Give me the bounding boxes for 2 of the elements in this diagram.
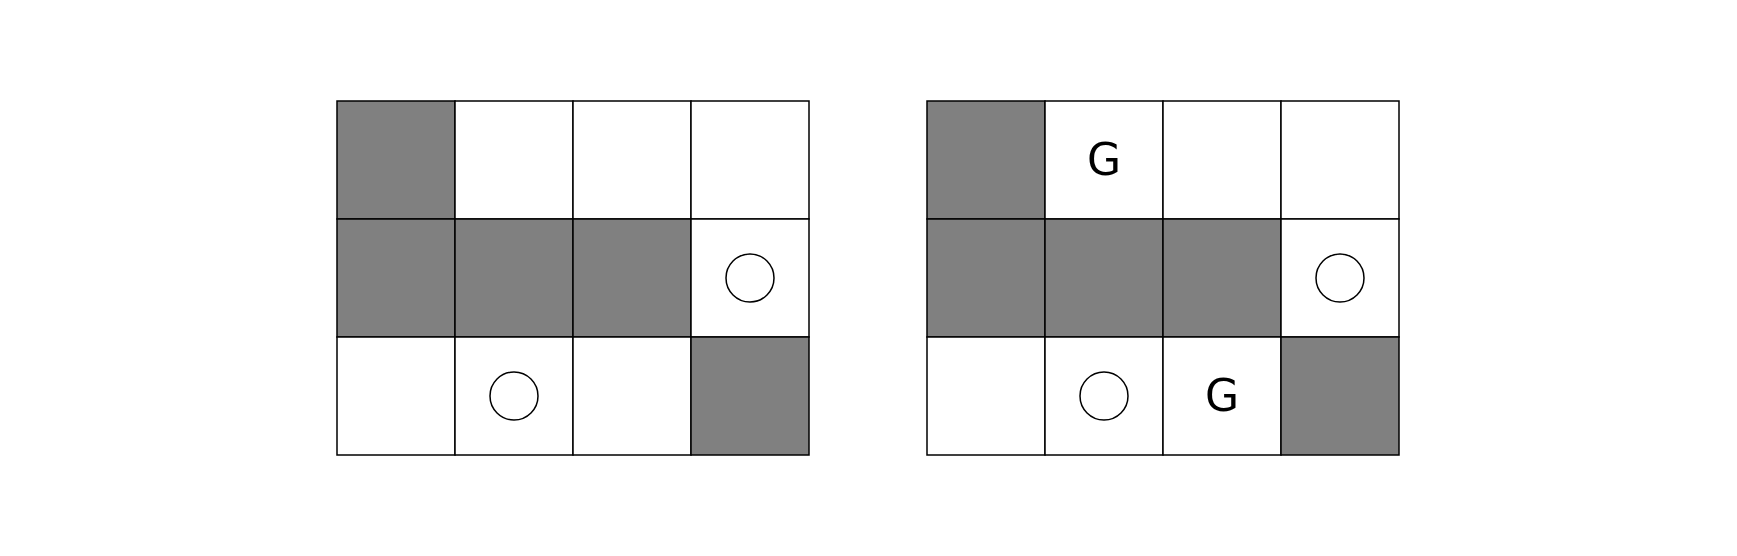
grid-letter: G (1205, 374, 1240, 418)
grid-letter: G (1087, 138, 1122, 182)
